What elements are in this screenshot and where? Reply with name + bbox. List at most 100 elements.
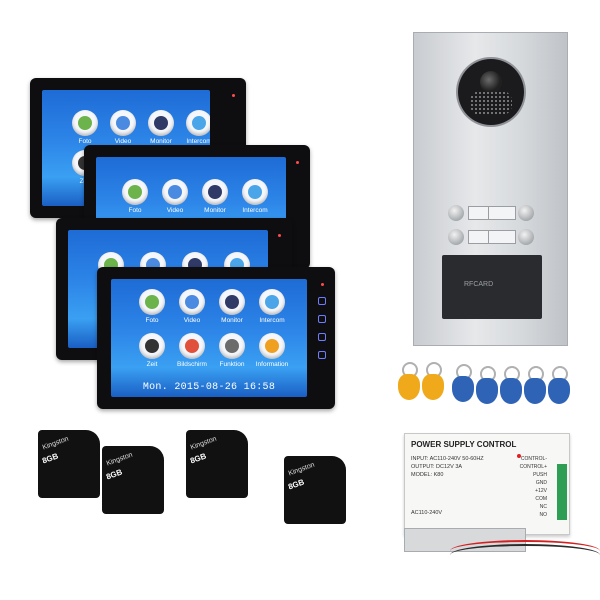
photo-icon-glyph <box>78 116 92 130</box>
app-label: Intercom <box>186 138 210 145</box>
side-buttons <box>317 297 327 369</box>
sd-brand: Kingston <box>189 435 218 452</box>
video-icon-glyph <box>116 116 130 130</box>
monitor-icon[interactable] <box>202 179 228 205</box>
intercom-icon[interactable] <box>186 110 210 136</box>
terminal-block <box>557 464 567 520</box>
video-icon[interactable] <box>110 110 136 136</box>
monitor-icon-glyph <box>225 295 239 309</box>
terminal-label: GND <box>535 480 547 486</box>
psu-title: POWER SUPPLY CONTROL <box>411 440 517 449</box>
datetime-display: Mon. 2015-08-26 16:58 <box>142 382 276 393</box>
speaker-grille <box>470 91 512 115</box>
info-icon[interactable] <box>259 333 285 359</box>
rfid-reader: RFCARD <box>442 255 542 319</box>
photo-icon[interactable] <box>122 179 148 205</box>
app-label: Monitor <box>150 138 172 145</box>
photo-icon[interactable] <box>72 110 98 136</box>
rfid-label: RFCARD <box>464 281 494 288</box>
rfid-key-fob <box>548 378 570 404</box>
intercom-icon-glyph <box>248 185 262 199</box>
black-wire <box>450 544 600 566</box>
info-icon-glyph <box>265 339 279 353</box>
app-label: Monitor <box>221 317 243 324</box>
sd-capacity: 8GB <box>40 451 60 466</box>
app-label: Zeit <box>146 361 158 368</box>
sd-capacity: 8GB <box>104 467 124 482</box>
terminal-label: PUSH <box>533 472 547 478</box>
clock-icon-glyph <box>145 339 159 353</box>
color-wheel-icon[interactable] <box>179 333 205 359</box>
call-button[interactable] <box>318 351 326 359</box>
video-icon[interactable] <box>162 179 188 205</box>
intercom-icon-glyph <box>265 295 279 309</box>
psu-output: OUTPUT: DC12V 3A <box>411 464 463 470</box>
color-wheel-icon-glyph <box>185 339 199 353</box>
status-led <box>232 94 235 97</box>
sd-capacity: 8GB <box>188 451 208 466</box>
status-led <box>321 283 324 286</box>
terminal-label: COM <box>535 496 547 502</box>
photo-icon[interactable] <box>139 289 165 315</box>
status-led <box>296 161 299 164</box>
app-label: Foto <box>78 138 92 145</box>
gear-icon-glyph <box>225 339 239 353</box>
terminal-label: CONTROL- <box>520 456 547 462</box>
call-button-1[interactable] <box>448 205 464 221</box>
monitor-icon[interactable] <box>219 289 245 315</box>
terminal-label: CONTROL+ <box>519 464 547 470</box>
photo-icon-glyph <box>145 295 159 309</box>
rfid-key-fob <box>524 378 546 404</box>
psu-model: MODEL: K80 <box>411 472 444 478</box>
app-label: Video <box>183 317 201 324</box>
video-icon-glyph <box>168 185 182 199</box>
status-led <box>278 234 281 237</box>
app-label: Foto <box>145 317 159 324</box>
clock-icon[interactable] <box>139 333 165 359</box>
outdoor-door-station: RFCARD <box>413 32 568 346</box>
power-led <box>517 454 521 458</box>
menu-button[interactable] <box>318 297 326 305</box>
camera-housing <box>458 59 524 125</box>
call-button-4[interactable] <box>518 229 534 245</box>
user-button[interactable] <box>318 315 326 323</box>
key-button[interactable] <box>318 333 326 341</box>
rfid-key-fob <box>452 376 474 402</box>
app-label: Video <box>166 207 184 214</box>
sd-brand: Kingston <box>105 451 134 468</box>
name-tag-2 <box>488 206 516 220</box>
rfid-key-fob <box>422 374 444 400</box>
app-label: Information <box>255 361 289 368</box>
app-label: Foto <box>128 207 142 214</box>
intercom-icon-glyph <box>192 116 206 130</box>
rfid-key-fob <box>476 378 498 404</box>
terminal-label: NO <box>539 512 548 518</box>
rfid-key-fob <box>500 378 522 404</box>
rfid-key-fob <box>398 374 420 400</box>
terminal-label: NC <box>539 504 547 510</box>
intercom-icon[interactable] <box>242 179 268 205</box>
monitor-icon-glyph <box>208 185 222 199</box>
gear-icon[interactable] <box>219 333 245 359</box>
app-label: Intercom <box>259 317 285 324</box>
red-wire <box>450 540 600 562</box>
video-icon[interactable] <box>179 289 205 315</box>
power-supply-unit: POWER SUPPLY CONTROL INPUT: AC110-240V 5… <box>404 433 570 535</box>
camera-lens-icon <box>480 71 502 93</box>
app-label: Bildschirm <box>177 361 207 368</box>
call-button-3[interactable] <box>448 229 464 245</box>
sd-brand: Kingston <box>287 461 316 478</box>
video-icon-glyph <box>185 295 199 309</box>
app-label: Intercom <box>242 207 268 214</box>
app-label: Video <box>114 138 132 145</box>
terminal-label: +12V <box>535 488 547 494</box>
monitor-icon[interactable] <box>148 110 174 136</box>
call-button-2[interactable] <box>518 205 534 221</box>
intercom-icon[interactable] <box>259 289 285 315</box>
